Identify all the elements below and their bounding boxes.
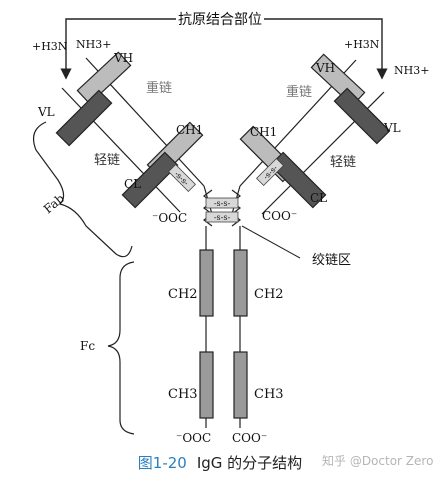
right-ch3-label: CH3 [254, 387, 284, 402]
left-heavy-chain-label: 重链 [146, 80, 172, 96]
right-ch2-label: CH2 [254, 287, 284, 302]
right-ch3-domain [233, 351, 248, 419]
bottom-ooc-label: ⁻OOC [176, 431, 211, 445]
figure-caption: 图1-20 IgG 的分子结构 [0, 452, 440, 478]
left-vh-label: VH [113, 51, 133, 65]
right-heavy-chain-label: 重链 [286, 84, 312, 100]
hinge-region: -s-s- -s-s- [203, 189, 301, 259]
right-nh3-label: NH3+ [394, 64, 429, 77]
right-vh-label: VH [315, 61, 335, 75]
right-cl-label: CL [310, 191, 327, 205]
hinge-ss-bottom: -s-s- [214, 213, 231, 222]
antigen-arrow-right [264, 18, 388, 80]
left-ch3-domain [199, 351, 214, 419]
left-light-chain-label: 轻链 [94, 153, 120, 168]
left-vl-label: VL [37, 105, 55, 119]
left-vl-domain [55, 89, 113, 147]
right-ch2-domain [233, 249, 248, 317]
right-top-nh3-label: +H3N [344, 38, 380, 51]
bottom-coo-label: COO⁻ [232, 431, 267, 445]
right-vl-label: VL [383, 121, 401, 135]
antigen-binding-site-label: 抗原结合部位 [178, 12, 262, 28]
right-ch1-label: CH1 [250, 125, 277, 139]
right-light-chain-label: 轻链 [330, 155, 356, 170]
watermark-text: 知乎 @Doctor Zero [322, 454, 434, 468]
fc-label: Fc [80, 339, 95, 353]
left-cl-label: CL [124, 177, 141, 191]
left-cl-domain [121, 151, 179, 209]
right-coo-label: COO⁻ [262, 209, 297, 223]
left-ch2-domain [199, 249, 214, 317]
fab-bracket [33, 121, 133, 258]
left-ch1-label: CH1 [176, 123, 203, 137]
figure-number: 图1-20 [137, 454, 187, 472]
left-vh-domain [76, 51, 132, 105]
left-ch2-label: CH2 [168, 287, 198, 302]
right-vl-domain [333, 87, 391, 145]
hinge-ss-top: -s-s- [214, 199, 231, 208]
left-interchain-disulfide: -s-s- [167, 163, 197, 193]
left-top-nh3-label: NH3+ [76, 38, 111, 51]
figure-title: IgG 的分子结构 [196, 454, 303, 472]
left-ch3-label: CH3 [168, 387, 198, 402]
left-nh3-label: +H3N [32, 40, 68, 53]
left-ooc-label: ⁻OOC [152, 211, 187, 225]
hinge-label: 绞链区 [312, 252, 351, 268]
fc-bracket [107, 261, 135, 435]
antigen-arrow-left [60, 18, 176, 80]
